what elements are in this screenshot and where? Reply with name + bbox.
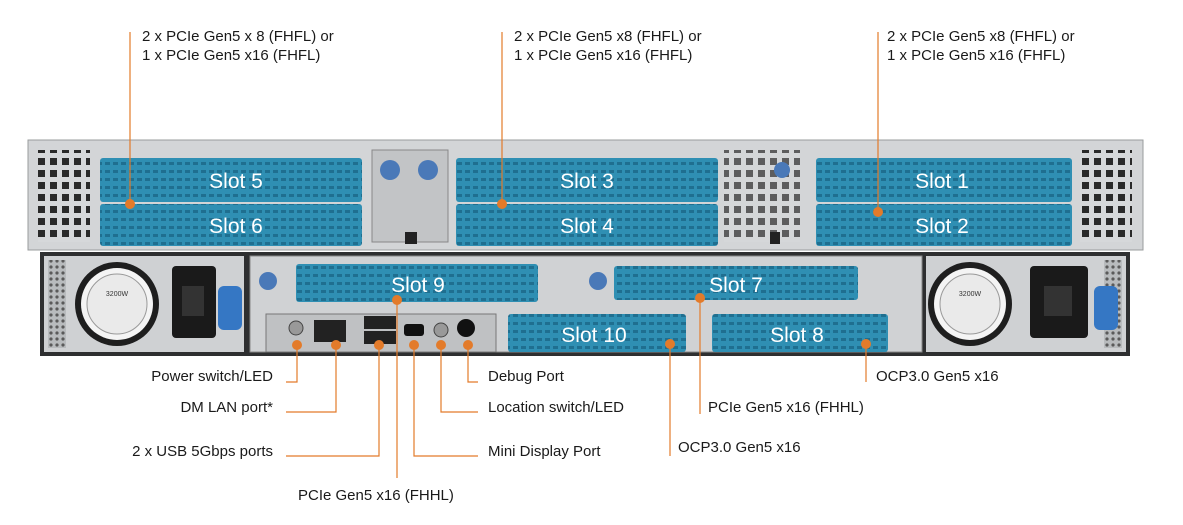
slot-card-7: [614, 266, 858, 300]
slot-card-5: [100, 158, 362, 202]
thumbscrew-icon: [259, 272, 277, 290]
slot-label-1: Slot 1: [915, 170, 969, 193]
slot-card-3: [456, 158, 718, 202]
callout-dots: [125, 199, 883, 350]
callout-ocp-slot8: OCP3.0 Gen5 x16: [876, 368, 999, 385]
slot-label-10: Slot 10: [561, 324, 626, 347]
psu-right: [926, 256, 1126, 352]
slot-card-10: [508, 314, 686, 352]
slot-card-1: [816, 158, 1072, 202]
callout-slot56-line1: 2 x PCIe Gen5 x 8 (FHFL) or: [142, 28, 334, 45]
slot-card-8: [712, 314, 888, 352]
callout-slot12-line1: 2 x PCIe Gen5 x8 (FHFL) or: [887, 28, 1075, 45]
callout-ocp-slot10: OCP3.0 Gen5 x16: [678, 439, 801, 456]
slot-card-6: [100, 204, 362, 246]
callout-pcie-slot7: PCIe Gen5 x16 (FHHL): [708, 399, 864, 416]
psu-right-label: 3200W: [959, 291, 982, 298]
callout-slot34-line1: 2 x PCIe Gen5 x8 (FHFL) or: [514, 28, 702, 45]
slot-label-5: Slot 5: [209, 170, 263, 193]
thumbscrew-icon: [589, 272, 607, 290]
io-panel: [265, 313, 497, 353]
slot-label-4: Slot 4: [560, 215, 614, 238]
mini-dp-icon: [404, 324, 424, 336]
callout-location-switch: Location switch/LED: [488, 399, 624, 416]
callout-dm-lan: DM LAN port*: [180, 399, 273, 416]
callout-lines: [129, 32, 879, 478]
psu-left: [44, 256, 244, 352]
usb-port-icon: [364, 331, 396, 344]
callout-pcie-slot9: PCIe Gen5 x16 (FHHL): [298, 487, 454, 504]
callout-slot34-line2: 1 x PCIe Gen5 x16 (FHFL): [514, 47, 693, 64]
slot-label-8: Slot 8: [770, 324, 824, 347]
debug-port-icon: [457, 319, 475, 337]
callout-power-switch: Power switch/LED: [151, 368, 273, 385]
slot-card-4: [456, 204, 718, 246]
lan-port-icon: [314, 320, 346, 342]
callout-slot12-line2: 1 x PCIe Gen5 x16 (FHFL): [887, 47, 1066, 64]
slot-label-7: Slot 7: [709, 274, 763, 297]
slot-label-9: Slot 9: [391, 274, 445, 297]
callout-slot56-line2: 1 x PCIe Gen5 x16 (FHFL): [142, 47, 321, 64]
slot-card-9: [296, 264, 538, 302]
psu-left-label: 3200W: [106, 291, 129, 298]
slot-label-3: Slot 3: [560, 170, 614, 193]
callout-usb: 2 x USB 5Gbps ports: [132, 443, 273, 460]
callout-debug-port: Debug Port: [488, 368, 564, 385]
callout-mini-dp: Mini Display Port: [488, 443, 601, 460]
slot-label-2: Slot 2: [915, 215, 969, 238]
slot-label-6: Slot 6: [209, 215, 263, 238]
usb-port-icon: [364, 316, 396, 329]
